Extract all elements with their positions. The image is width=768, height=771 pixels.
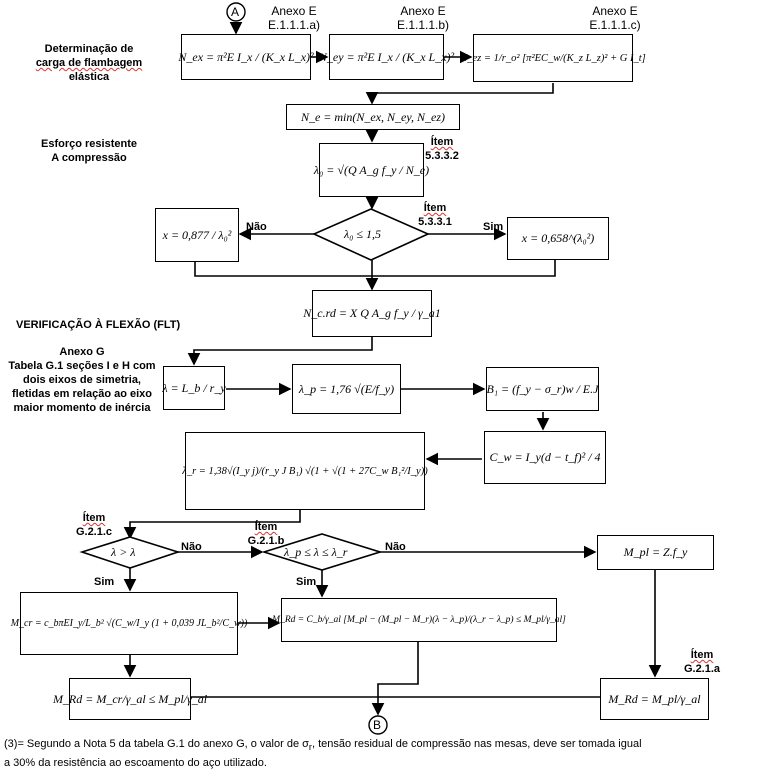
decision-lambda-range: λ_p ≤ λ ≤ λ_r xyxy=(284,545,348,559)
ref-item-g21a-code: G.2.1.a xyxy=(683,663,721,675)
box-ney: N_ey = π²E I_x / (K_x L_x)² xyxy=(319,34,454,80)
section-flexure-title: VERIFICAÇÃO À FLEXÃO (FLT) xyxy=(16,319,181,331)
box-lambdar: λ_r = 1,38√(I_y j)/(r_y J B₁) √(1 + √(1 … xyxy=(182,432,428,510)
section-buckling-line3: elástica xyxy=(68,71,110,83)
ref-annex-b: Anexo E E.1.1.1.b) xyxy=(388,4,458,32)
connector-b: B xyxy=(373,718,382,732)
section-compression-label: Esforço resistente A compressão xyxy=(14,137,164,165)
branch-no-1: Não xyxy=(246,221,267,233)
footnote-line1: (3)= Segundo a Nota 5 da tabela G.1 do a… xyxy=(4,736,764,755)
branch-yes-2: Sim xyxy=(94,576,115,588)
ref-item-g21c-word: Ítem xyxy=(82,512,106,524)
ref-annex-c-code: E.1.1.1.c) xyxy=(589,18,641,32)
branch-no-2: Não xyxy=(181,541,202,553)
box-nex: N_ex = π²E I_x / (K_x L_x)² xyxy=(178,34,314,80)
flexure-line2: Tabela G.1 seções I e H com xyxy=(8,360,156,372)
ref-item-g21b: Ítem G.2.1.b xyxy=(242,520,290,548)
box-mrd-elastic: M_Rd = M_cr/γ_al ≤ M_pl/γ_al xyxy=(53,678,207,720)
box-mcr: M_cr = c_bπEI_y/L_b² √(C_w/I_y (1 + 0,03… xyxy=(11,592,247,655)
footnote-line2: a 30% da resistência ao escoamento do aç… xyxy=(4,757,267,770)
ref-item-5331-code: 5.3.3.1 xyxy=(418,216,452,228)
section-buckling-label: Determinação de carga de flambagem elást… xyxy=(14,42,164,84)
ref-item-5332-code: 5.3.3.2 xyxy=(425,150,459,162)
ref-annex-c-title: Anexo E xyxy=(592,4,638,18)
section-flexure-description: Anexo G Tabela G.1 seções I e H com dois… xyxy=(2,345,162,415)
box-lambdap: λ_p = 1,76 √(E/f_y) xyxy=(292,364,401,414)
section-buckling-line1: Determinação de xyxy=(44,43,134,55)
box-mrd-inelastic: M_Rd = C_b/γ_al [M_pl − (M_pl − M_r)(λ −… xyxy=(272,598,566,642)
flexure-line5: maior momento de inércia xyxy=(13,402,151,414)
ref-item-5332: Ítem 5.3.3.2 xyxy=(418,135,466,163)
ref-annex-a: Anexo E E.1.1.1.a) xyxy=(262,4,326,32)
decision-lambda: λ > λ xyxy=(111,545,136,559)
connector-a: A xyxy=(231,5,240,19)
flexure-annex: Anexo G xyxy=(59,346,105,358)
ref-annex-b-code: E.1.1.1.b) xyxy=(396,18,450,32)
box-mrd-plastic: M_Rd = M_pl/γ_al xyxy=(600,678,709,720)
ref-annex-a-title: Anexo E xyxy=(271,4,317,18)
ref-item-g21a-word: Ítem xyxy=(690,649,714,661)
branch-yes-3: Sim xyxy=(296,576,317,588)
box-mpl: M_pl = Z.f_y xyxy=(597,535,714,570)
ref-item-5331: Ítem 5.3.3.1 xyxy=(411,201,459,229)
box-nez: N_ez = 1/r_o² [π²EC_w/(K_z L_z)² + G I_t… xyxy=(460,34,646,82)
box-x-no: x = 0,877 / λ₀² xyxy=(155,208,239,262)
ref-item-g21b-word: Ítem xyxy=(254,521,278,533)
footnote-subscript: r xyxy=(308,742,312,753)
box-ne: N_e = min(N_ex, N_ey, N_ez) xyxy=(286,104,460,130)
box-lambda0: λ₀ = √(Q A_g f_y / N_e) xyxy=(314,143,429,197)
ref-item-5332-word: Ítem xyxy=(430,136,454,148)
decision-lambda0: λ₀ ≤ 1,5 xyxy=(344,227,381,241)
section-compression-line1: Esforço resistente xyxy=(41,138,137,150)
ref-item-g21a: Ítem G.2.1.a xyxy=(678,648,726,676)
ref-annex-a-code: E.1.1.1.a) xyxy=(267,18,321,32)
flexure-line4: fletidas em relação ao eixo xyxy=(11,388,152,400)
box-b1: B₁ = (f_y − σ_r)w / E.J xyxy=(486,367,599,411)
ref-item-5331-word: Ítem xyxy=(423,202,447,214)
section-compression-line2: A compressão xyxy=(51,152,127,164)
branch-yes-1: Sim xyxy=(483,221,504,233)
box-cw: C_w = I_y(d − t_f)² / 4 xyxy=(484,431,606,484)
footnote: (3)= Segundo a Nota 5 da tabela G.1 do a… xyxy=(4,736,764,771)
ref-item-g21c-code: G.2.1.c xyxy=(75,526,113,538)
box-lambda: λ = L_b / r_y xyxy=(162,366,226,410)
branch-no-3: Não xyxy=(385,541,406,553)
footnote-line1-rest: , tensão residual de compressão nas mesa… xyxy=(311,738,642,750)
section-buckling-line2: carga de flambagem xyxy=(35,57,143,69)
flexure-line3: dois eixos de simetria, xyxy=(23,374,141,386)
ref-annex-c: Anexo E E.1.1.1.c) xyxy=(580,4,650,32)
footnote-line1-text: (3)= Segundo a Nota 5 da tabela G.1 do a… xyxy=(4,738,309,750)
ref-annex-b-title: Anexo E xyxy=(400,4,446,18)
box-x-yes: x = 0,658^(λ₀²) xyxy=(507,217,609,260)
box-ncrd: N_c.rd = X Q A_g f_y / γ_a1 xyxy=(303,290,441,337)
ref-item-g21c: Ítem G.2.1.c xyxy=(70,511,118,539)
ref-item-g21b-code: G.2.1.b xyxy=(247,535,285,547)
